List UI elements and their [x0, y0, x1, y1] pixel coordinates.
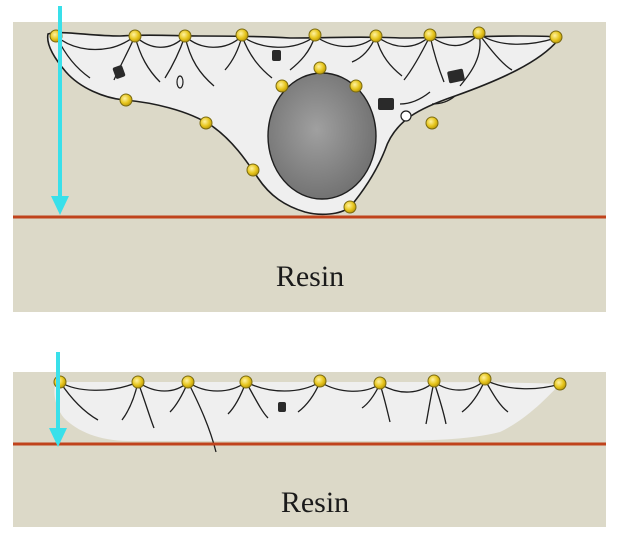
- gold-particle-icon: [374, 377, 386, 389]
- gold-particle-icon: [424, 29, 436, 41]
- gold-particle-icon: [428, 375, 440, 387]
- gold-particle-icon: [200, 117, 212, 129]
- gold-particle-icon: [236, 29, 248, 41]
- gold-particle-icon: [276, 80, 288, 92]
- organelle: [278, 402, 286, 412]
- gold-particle-icon: [132, 376, 144, 388]
- gold-particle-icon: [129, 30, 141, 42]
- gold-particle-icon: [240, 376, 252, 388]
- gold-particle-icon: [370, 30, 382, 42]
- gold-particle-icon: [479, 373, 491, 385]
- gold-particle-icon: [350, 80, 362, 92]
- vesicle: [401, 111, 411, 121]
- top-resin-label: Resin: [276, 260, 344, 293]
- gold-particle-icon: [182, 376, 194, 388]
- gold-particle-icon: [314, 375, 326, 387]
- gold-particle-icon: [344, 201, 356, 213]
- top-panel: Resin: [13, 6, 606, 312]
- bottom-cell-body: [54, 382, 560, 441]
- organelle: [378, 98, 394, 110]
- gold-particle-icon: [314, 62, 326, 74]
- bottom-panel: Resin: [13, 352, 606, 527]
- organelle: [272, 50, 281, 61]
- gold-particle-icon: [120, 94, 132, 106]
- gold-particle-icon: [550, 31, 562, 43]
- gold-particle-icon: [554, 378, 566, 390]
- gold-particle-icon: [426, 117, 438, 129]
- gold-particle-icon: [179, 30, 191, 42]
- gold-particle-icon: [309, 29, 321, 41]
- gold-particle-icon: [247, 164, 259, 176]
- bottom-resin-label: Resin: [281, 486, 349, 519]
- gold-particle-icon: [473, 27, 485, 39]
